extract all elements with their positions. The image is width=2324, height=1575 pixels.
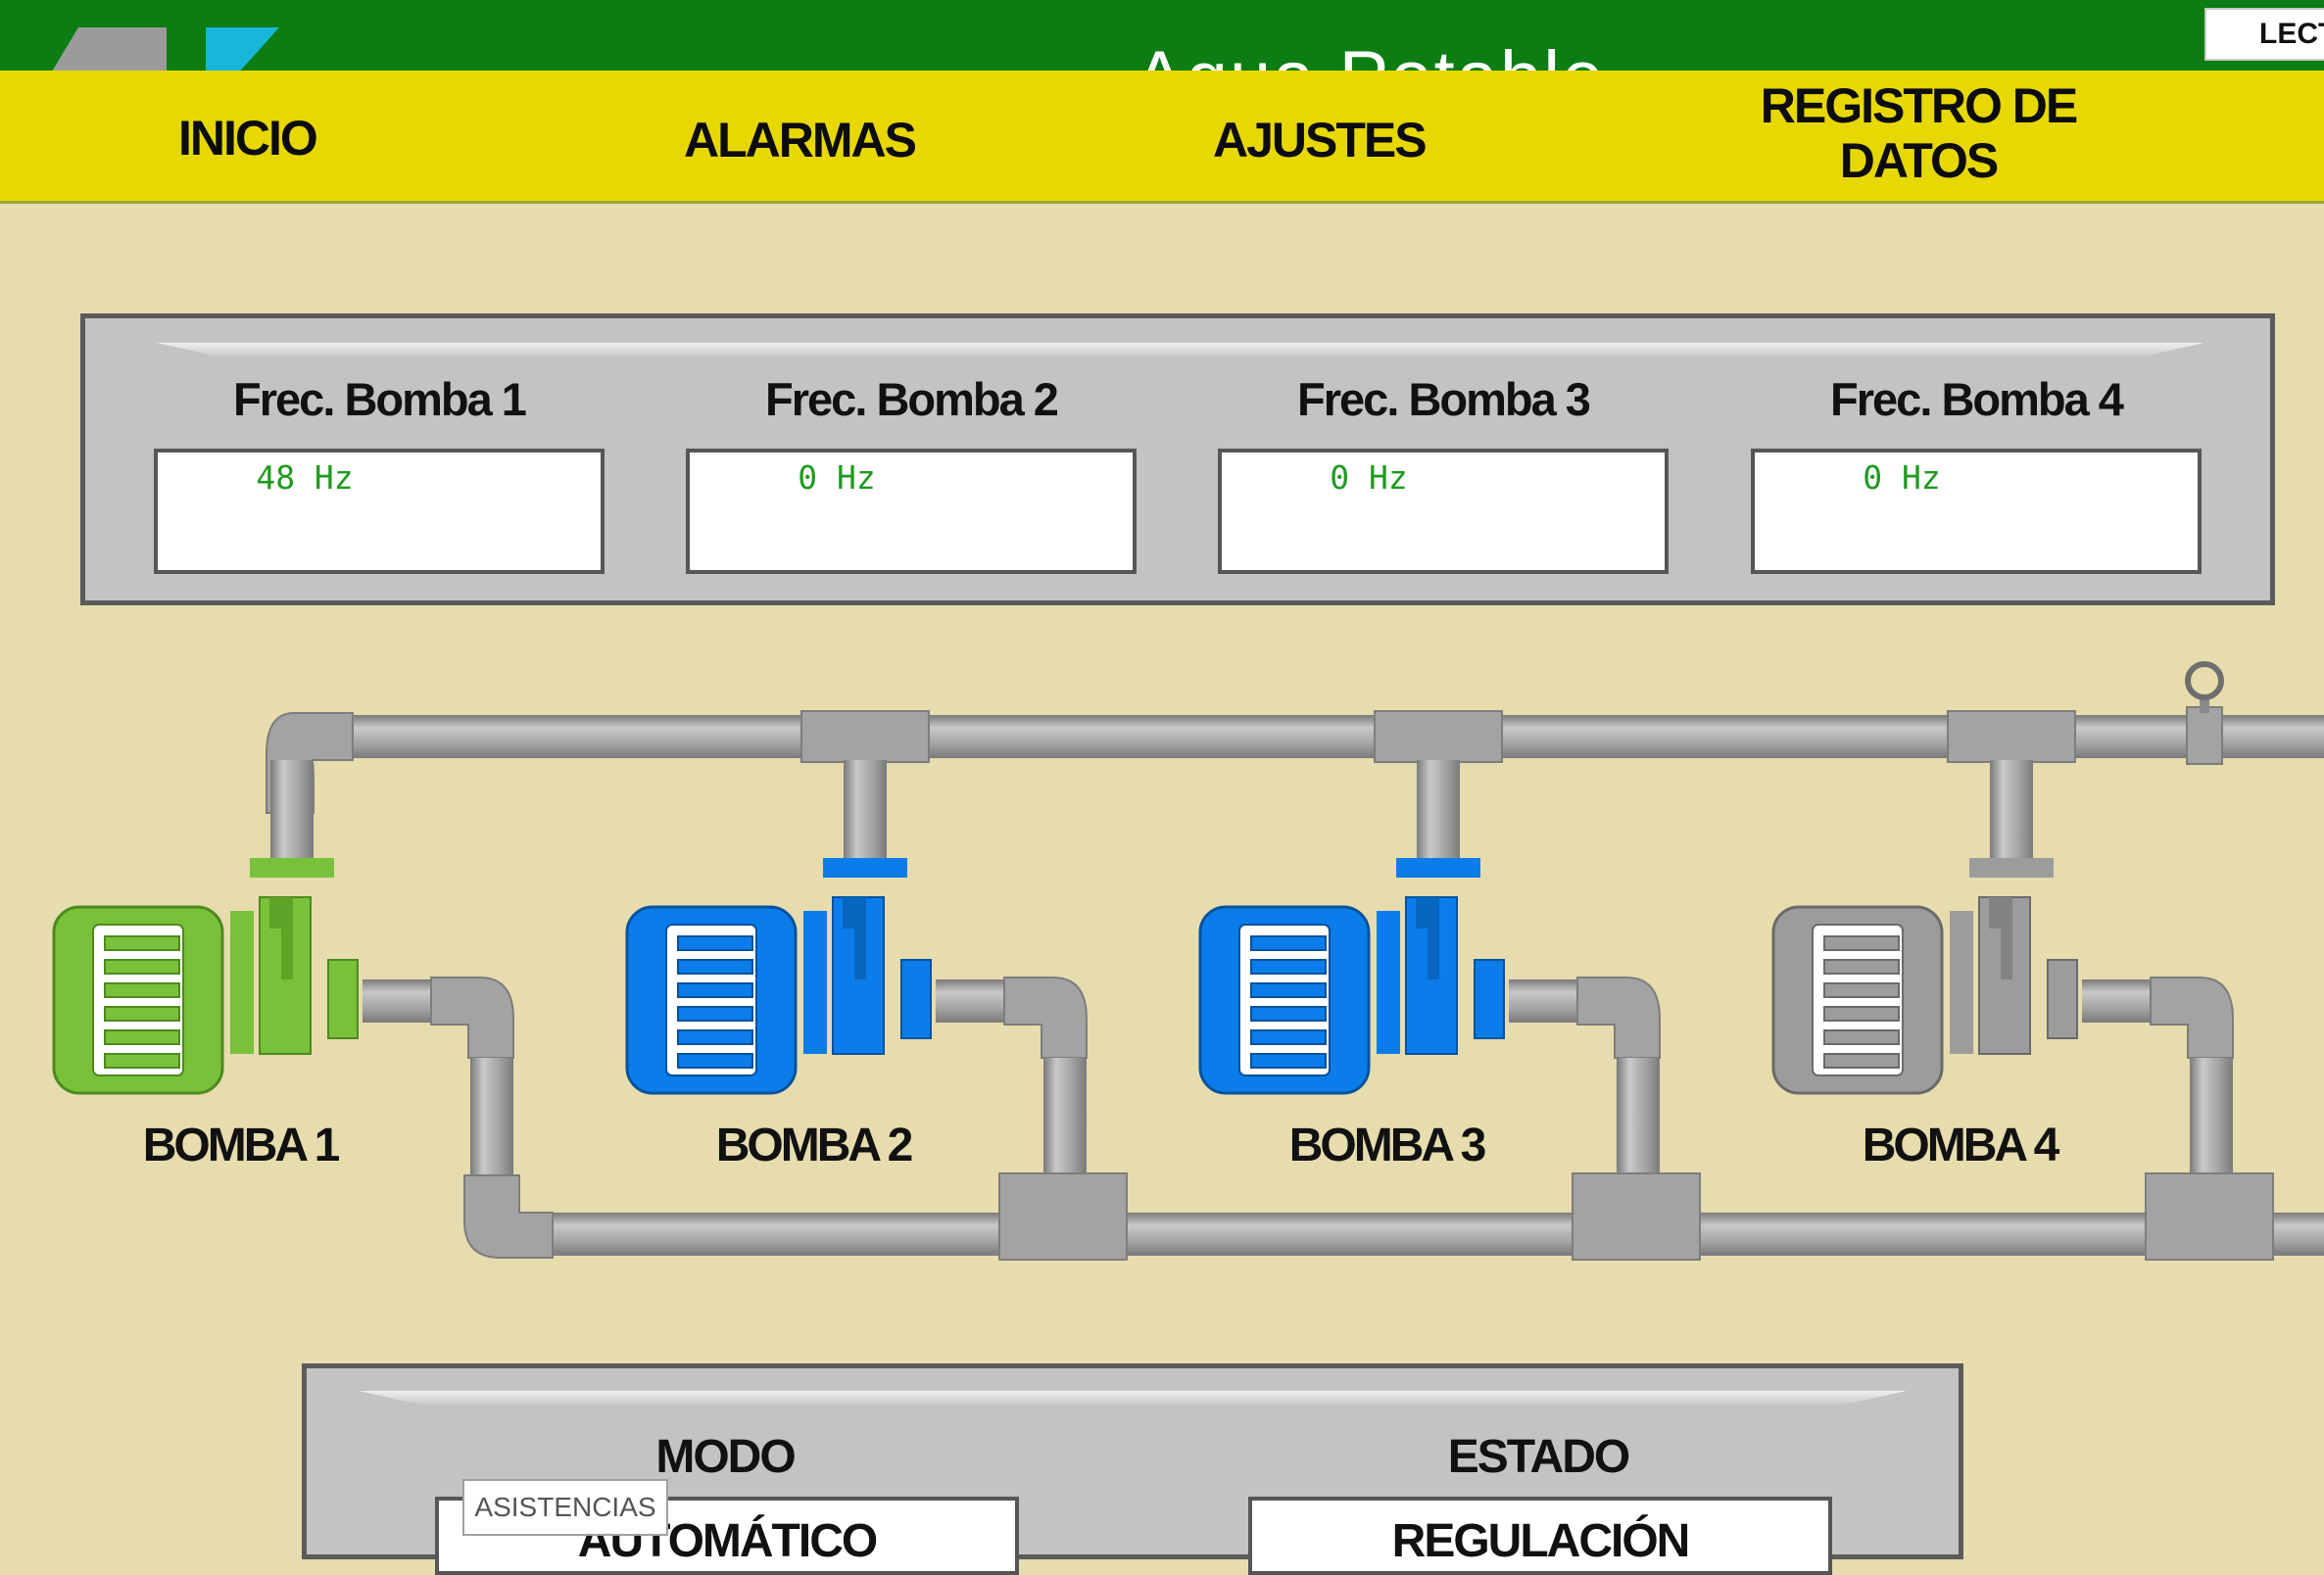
freq-value: 48 Hz <box>256 458 354 497</box>
state-value: REGULACIÓN <box>1391 1515 1691 1567</box>
app-title: Agua Potable <box>1135 35 1605 71</box>
nav-inicio[interactable]: INICIO <box>178 111 318 166</box>
nav-registro-datos[interactable]: REGISTRO DE DATOS <box>1742 78 2095 188</box>
main-nav: INICIO ALARMAS AJUSTES REGISTRO DE DATOS <box>0 71 2324 204</box>
pump-4-icon <box>1771 858 2078 1095</box>
pipe-tee <box>1374 710 1503 763</box>
panel-sheen <box>157 343 2204 357</box>
nav-alarmas[interactable]: ALARMAS <box>684 113 917 167</box>
mode-label: MODO <box>655 1431 796 1483</box>
lectura-button[interactable]: LECT <box>2204 8 2324 61</box>
company-logo <box>52 27 279 71</box>
valve-stem <box>2200 697 2209 713</box>
pump-label-4: BOMBA 4 <box>1862 1120 2060 1171</box>
freq-display-bomba-3: 0 Hz <box>1218 449 1669 574</box>
pump-2-icon <box>625 858 932 1095</box>
pump-label-3: BOMBA 3 <box>1288 1120 1487 1171</box>
freq-label-bomba-4: Frec. Bomba 4 <box>1830 373 2124 425</box>
inlet-pipe-2 <box>936 977 1128 1261</box>
pump-3-icon <box>1198 858 1505 1095</box>
riser-pipe <box>270 760 314 860</box>
pump-label-2: BOMBA 2 <box>715 1120 914 1171</box>
nav-registro-line2: DATOS <box>1839 133 1999 188</box>
suction-header-pipe <box>509 1213 2324 1256</box>
asistencias-tooltip: ASISTENCIAS <box>462 1479 668 1536</box>
title-bar: Agua Potable LECT <box>0 0 2324 71</box>
pipe-tee <box>800 710 930 763</box>
freq-label-bomba-1: Frec. Bomba 1 <box>233 373 527 425</box>
valve-body <box>2186 706 2223 765</box>
pump-1-icon <box>52 858 359 1095</box>
freq-value: 0 Hz <box>1330 458 1408 497</box>
pump-label-1: BOMBA 1 <box>142 1120 341 1171</box>
riser-pipe <box>844 760 887 860</box>
riser-pipe <box>1417 760 1460 860</box>
freq-label-bomba-3: Frec. Bomba 3 <box>1297 373 1591 425</box>
freq-label-bomba-2: Frec. Bomba 2 <box>765 373 1059 425</box>
nav-ajustes[interactable]: AJUSTES <box>1213 113 1428 167</box>
freq-display-bomba-4: 0 Hz <box>1751 449 2202 574</box>
inlet-pipe-1 <box>363 977 554 1259</box>
riser-pipe <box>1990 760 2033 860</box>
nav-registro-line1: REGISTRO DE <box>1760 78 2078 133</box>
freq-value: 0 Hz <box>1863 458 1941 497</box>
state-display: REGULACIÓN <box>1248 1497 1832 1575</box>
state-label: ESTADO <box>1447 1431 1630 1483</box>
freq-display-bomba-2: 0 Hz <box>686 449 1137 574</box>
inlet-pipe-4 <box>2082 977 2274 1261</box>
pipe-tee <box>1947 710 2076 763</box>
panel-sheen <box>359 1391 1907 1405</box>
valve-handwheel-icon <box>2185 661 2224 700</box>
inlet-pipe-3 <box>1509 977 1701 1261</box>
freq-display-bomba-1: 48 Hz <box>154 449 605 574</box>
freq-value: 0 Hz <box>798 458 876 497</box>
